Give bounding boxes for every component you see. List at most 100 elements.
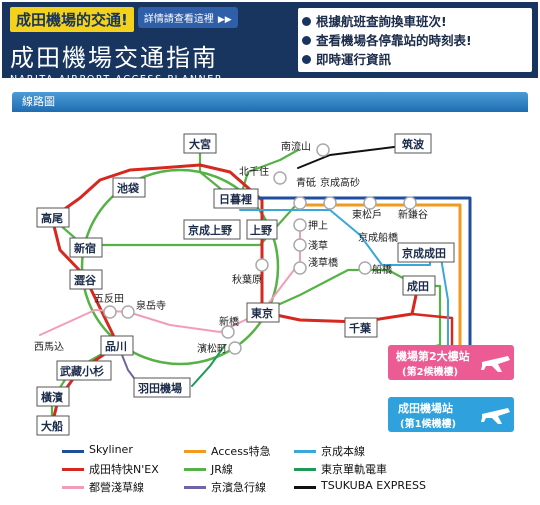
bullet-icon [302,17,311,26]
station-marker [403,196,417,210]
station-label: 京成高砂 [320,176,360,189]
station-marker [293,196,307,210]
legend-swatch [62,450,84,453]
station-box-shinjuku: 新宿 [69,237,103,258]
details-button-label: 詳情請查看這裡 [143,14,214,25]
terminal-1-alt: (第1候機樓) [400,417,456,430]
station-label: 南流山 [281,140,311,153]
svg-text:池袋: 池袋 [117,181,140,195]
terminal-2-station[interactable]: 機場第2大樓站 (第2候機樓) [388,345,514,380]
page-subtitle: NARITA AIRPORT ACCESS PLANNER [10,74,224,85]
svg-text:東京: 東京 [251,306,273,320]
station-label: 北千住 [239,165,269,178]
page-title: 成田機場交通指南 [10,44,218,72]
station-box-tsukuba: 筑波 [394,133,432,154]
station-label: 淺草橋 [308,256,338,269]
station-marker [363,196,377,210]
station-box-tokyo: 東京 [246,302,280,323]
svg-text:武藏小杉: 武藏小杉 [60,364,104,378]
header-banner: 成田機場的交通!詳情請查看這裡▶▶ 成田機場交通指南 NARITA AIRPOR… [2,2,538,85]
svg-text:品川: 品川 [105,340,127,353]
jr-line-chuo [50,203,298,247]
legend-swatch [62,468,84,471]
jr-line-sobu [260,268,420,314]
station-marker [293,238,307,252]
station-box-ueno: 上野 [246,219,278,240]
airplane-icon [481,356,510,372]
legend-swatch [294,468,316,471]
skyliner-line [238,196,472,352]
svg-text:澀谷: 澀谷 [74,273,97,287]
bullet-icon [302,36,311,45]
station-box-ikebukuro: 池袋 [112,177,146,198]
banner-tagline: 成田機場的交通! [10,7,134,32]
double-arrow-icon: ▶▶ [217,15,232,25]
station-label: 東松戶 [352,208,382,221]
station-box-shinagawa: 品川 [100,335,134,356]
tokyo-monorail-line [191,344,226,387]
station-marker [293,218,307,232]
station-marker [323,196,337,210]
jr-line-narita [416,284,442,352]
access-express-line [298,203,462,352]
section-title: 線路圖 [22,95,55,108]
station-box-keisei-narita: 京成成田 [397,242,455,263]
station-label: 西馬込 [34,341,64,353]
svg-text:日暮裡: 日暮裡 [219,192,252,206]
svg-text:千葉: 千葉 [349,321,372,335]
details-button[interactable]: 詳情請查看這裡▶▶ [137,7,238,28]
jr-line-tokaido [50,343,120,427]
svg-text:大宮: 大宮 [189,137,211,151]
station-marker [255,258,269,272]
terminal-1-station[interactable]: 成田機場站 (第1候機樓) [388,397,514,432]
svg-text:新宿: 新宿 [74,241,96,255]
station-box-yokohama: 橫濱 [36,386,70,407]
station-label: 船橋 [372,263,392,276]
station-label: 新鎌谷 [398,208,428,221]
station-label: 濱松町 [197,342,227,355]
station-marker [228,341,242,355]
station-label: 淺草 [308,239,328,252]
legend-swatch [294,486,316,489]
station-marker [273,171,287,185]
station-label: 泉岳寺 [136,299,166,312]
svg-text:橫濱: 橫濱 [41,390,63,404]
station-box-haneda: 羽田機場 [133,377,191,398]
jr-yamanote-loop [80,168,280,366]
station-box-narita: 成田 [402,275,436,296]
station-marker [121,305,135,319]
legend-swatch [294,450,316,453]
station-marker [293,261,307,275]
station-box-takao: 高尾 [36,207,70,228]
station-label: 新橋 [219,315,239,328]
svg-text:羽田機場: 羽田機場 [138,381,182,395]
station-label: 押上 [308,219,328,232]
svg-text:京成上野: 京成上野 [188,223,232,237]
station-label: 秋葉原 [232,273,262,286]
tsukuba-express-line [297,144,411,169]
station-box-musashi-kosugi: 武藏小杉 [56,360,112,381]
nex-line [50,163,422,324]
svg-text:京成成田: 京成成田 [402,246,446,260]
keisei-main-line [239,209,449,346]
feature-item: 查看機場各停靠站的時刻表! [302,31,532,50]
terminal-2-alt: (第2候機樓) [402,365,458,378]
feature-list: 根據航班查詢換車班次! 查看機場各停靠站的時刻表! 即時運行資訊 [298,8,532,72]
station-marker [358,261,372,275]
svg-text:成田: 成田 [407,279,429,293]
station-box-shibuya: 澀谷 [69,269,103,290]
station-label: 青砥 [296,176,316,189]
station-box-nippori: 日暮裡 [213,188,259,209]
terminal-2-name: 機場第2大樓站 [396,349,470,363]
legend-swatch [184,486,206,489]
station-label: 五反田 [94,293,124,305]
legend-swatch [184,450,206,453]
station-label: 京成船橋 [358,231,398,244]
station-marker [316,143,330,157]
station-box-ofuna: 大船 [36,415,70,436]
station-marker [221,325,235,339]
line-legend: Skyliner Access特急 京成本線 成田特快N'EX JR線 東京單軌… [62,443,482,503]
route-map-header: 線路圖 [12,92,528,112]
svg-text:高尾: 高尾 [41,211,63,225]
